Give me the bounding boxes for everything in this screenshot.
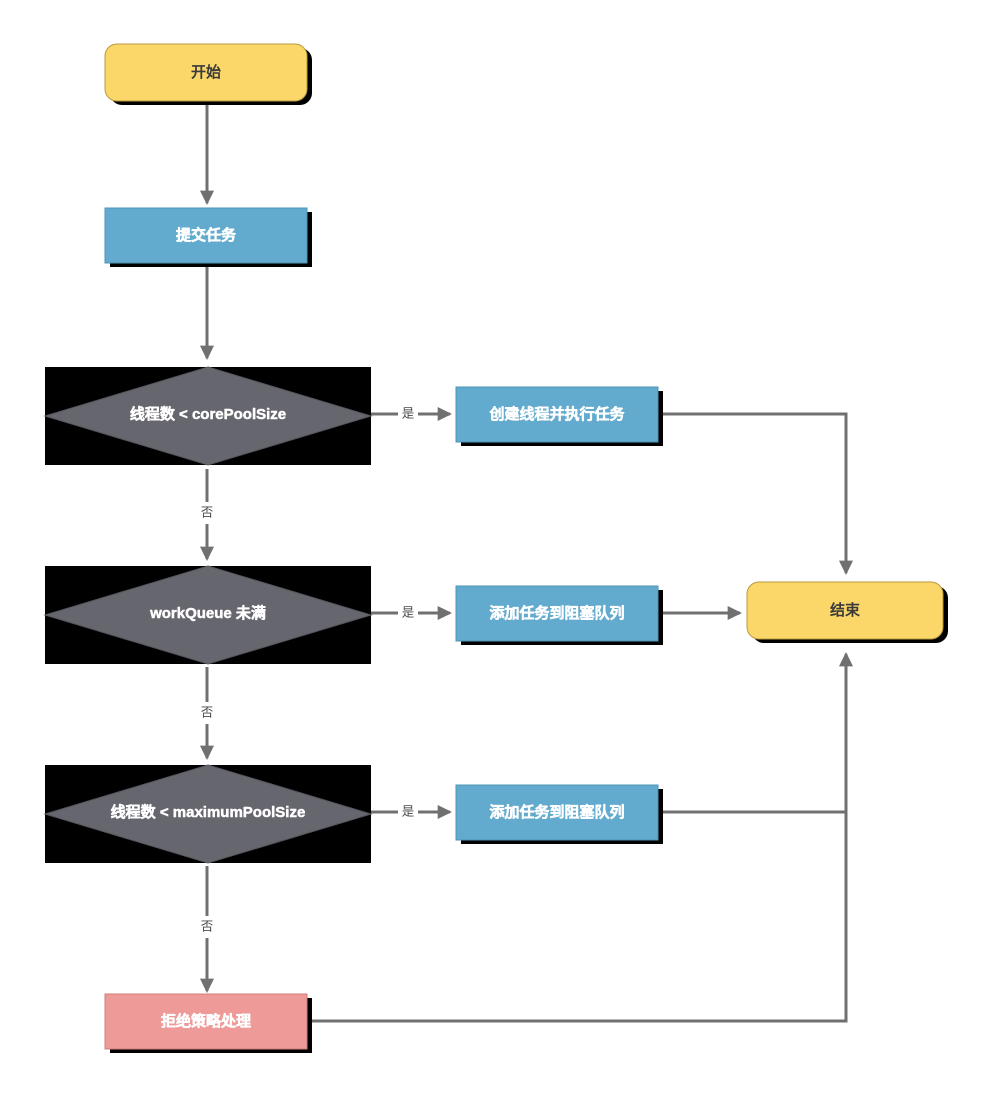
node-enqueue-task-2-shape	[455, 784, 659, 841]
node-start[interactable]: 开始	[104, 43, 312, 105]
label-bg-yes-max	[398, 801, 418, 823]
edge-labels-layer: 是 否 是 否 是 否	[197, 403, 418, 938]
edge-label-no-core: 否	[201, 505, 214, 519]
node-decision-queue-shape	[43, 565, 373, 665]
node-enqueue-task-2-label: 添加任务到阻塞队列	[489, 803, 624, 821]
node-end[interactable]: 结束	[746, 581, 948, 643]
node-create-thread-label: 创建线程并执行任务	[488, 405, 625, 423]
node-submit[interactable]: 提交任务	[104, 207, 312, 267]
label-bg-no-max	[197, 916, 217, 938]
node-enqueue-task-shape	[455, 585, 659, 642]
node-enqueue-task-2[interactable]: 添加任务到阻塞队列	[455, 784, 663, 844]
label-bg-no-core	[197, 502, 217, 524]
node-decision-max-label: 线程数 < maximumPoolSize	[111, 803, 306, 821]
edge-label-no-max: 否	[201, 919, 214, 933]
node-create-thread[interactable]: 创建线程并执行任务	[455, 386, 663, 446]
node-decision-max-shape	[43, 764, 373, 864]
label-bg-no-queue	[197, 702, 217, 724]
node-reject-shape	[104, 993, 308, 1050]
node-decision-core-label: 线程数 < corePoolSize	[130, 405, 286, 423]
node-submit-shape	[104, 207, 308, 264]
node-reject-label: 拒绝策略处理	[161, 1012, 251, 1030]
node-decision-core[interactable]: 线程数 < corePoolSize	[43, 366, 373, 466]
node-end-shape	[746, 581, 944, 640]
node-decision-queue-label: workQueue 未满	[149, 604, 266, 622]
node-submit-label: 提交任务	[176, 226, 237, 244]
edge-enqueue2-to-end	[661, 652, 854, 814]
label-bg-yes-core	[398, 403, 418, 425]
node-enqueue-task[interactable]: 添加任务到阻塞队列	[455, 585, 663, 645]
node-decision-max[interactable]: 线程数 < maximumPoolSize	[43, 764, 373, 864]
node-create-thread-shape	[455, 386, 659, 443]
node-end-label: 结束	[830, 601, 861, 619]
label-bg-yes-queue	[398, 602, 418, 624]
edge-label-no-queue: 否	[201, 705, 214, 719]
node-start-shape	[104, 43, 308, 102]
edge-label-yes-max: 是	[402, 804, 415, 818]
edge-create-thread-to-end	[661, 412, 854, 575]
edge-label-yes-core: 是	[402, 406, 415, 420]
edge-reject-to-end	[311, 812, 848, 1023]
node-decision-queue[interactable]: workQueue 未满	[43, 565, 373, 665]
node-decision-core-shape	[43, 366, 373, 466]
node-reject[interactable]: 拒绝策略处理	[104, 993, 312, 1053]
edge-label-yes-queue: 是	[402, 605, 415, 619]
node-start-label: 开始	[191, 63, 221, 81]
node-enqueue-task-label: 添加任务到阻塞队列	[489, 604, 624, 622]
